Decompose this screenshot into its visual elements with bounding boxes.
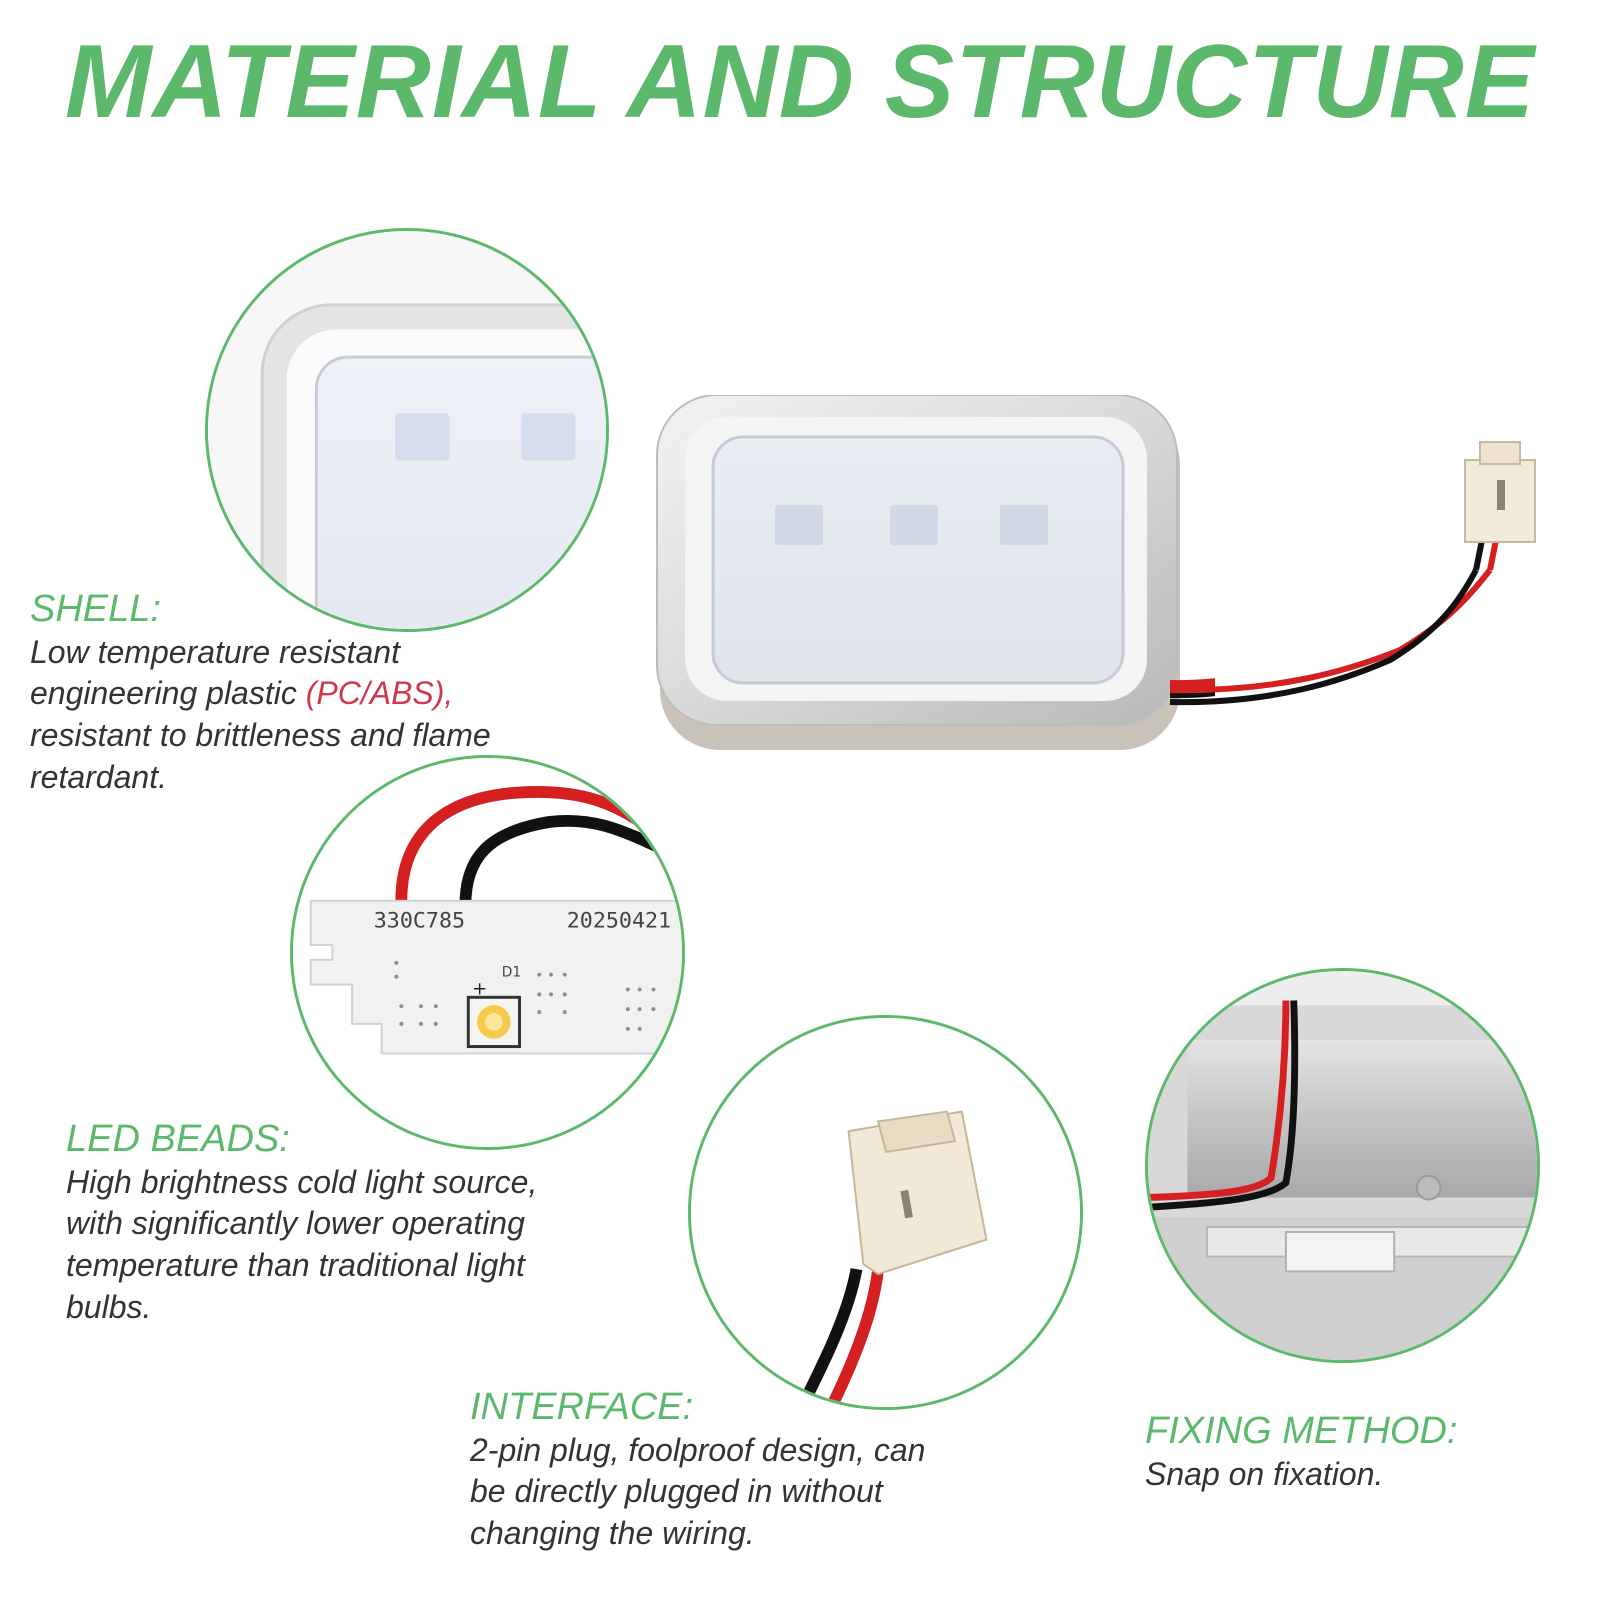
fixing-closeup-circle [1145,968,1540,1363]
shell-heading: SHELL: [30,588,161,630]
interface-heading: INTERFACE: [470,1386,694,1428]
pcb-date-label: 20250421 [567,908,671,933]
shell-desc-part1: Low temperature resistant engineering pl… [30,633,400,712]
shell-closeup-image [208,231,606,629]
led-beads-feature: LED BEADS: High brightness cold light so… [66,1118,566,1328]
interface-feature: INTERFACE: 2-pin plug, foolproof design,… [470,1386,950,1555]
two-pin-plug-icon [847,1110,988,1276]
fixing-heading: FIXING METHOD: [1145,1410,1458,1452]
interface-description: 2-pin plug, foolproof design, can be dir… [470,1431,926,1552]
pcb-plus-label: + [472,979,487,999]
product-image [655,394,1536,755]
fixing-feature: FIXING METHOD: Snap on fixation. [1145,1410,1565,1495]
fixing-description: Snap on fixation. [1145,1455,1384,1492]
fixing-closeup-image [1148,971,1537,1360]
shell-closeup-circle [205,228,609,632]
led-pcb-closeup-image: 330C785 20250421 D1 + [293,758,682,1147]
shell-desc-part2: resistant to brittleness and flame retar… [30,717,491,795]
shell-description: Low temperature resistant engineering pl… [30,632,550,798]
plug-connector-icon [1464,441,1536,543]
product-wires-and-plug [1169,441,1536,706]
shell-material-highlight: (PC/ABS), [305,675,454,712]
led-light-assembly-illustration [656,394,1536,750]
page-title: MATERIAL AND STRUCTURE [64,24,1536,140]
interface-closeup-circle [688,1015,1083,1410]
pcb-d1-label: D1 [502,965,521,981]
led-beads-description: High brightness cold light source, with … [66,1163,538,1325]
led-beads-heading: LED BEADS: [66,1118,290,1160]
led-pcb-closeup-circle: 330C785 20250421 D1 + [290,755,685,1150]
interface-closeup-image [691,1018,1080,1407]
pcb-code-label: 330C785 [374,908,465,933]
shell-feature: SHELL: Low temperature resistant enginee… [30,588,550,798]
led-chip-icon [466,995,521,1049]
